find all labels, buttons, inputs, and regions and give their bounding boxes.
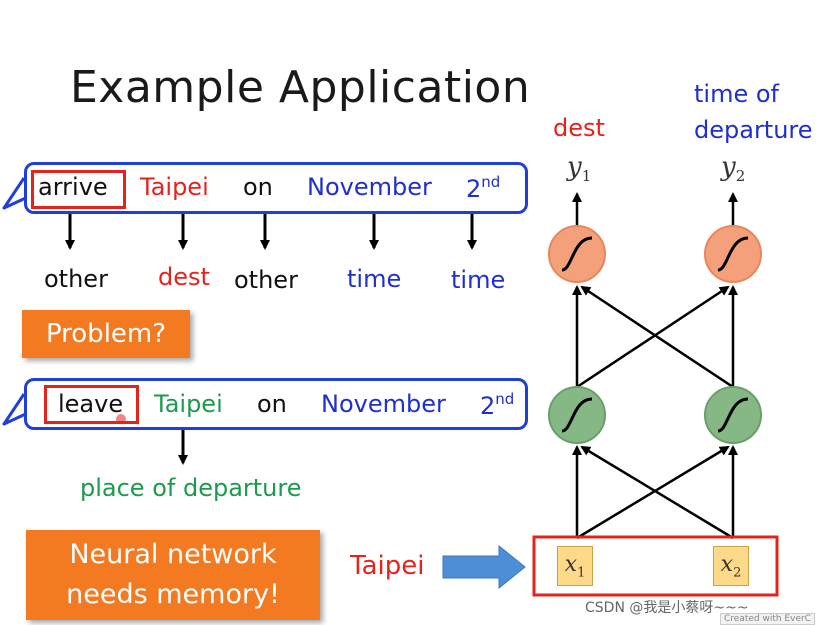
word-leave: leave — [58, 390, 124, 418]
word-taipei-2: Taipei — [154, 390, 223, 418]
slide-title: Example Application — [70, 62, 531, 113]
hidden-neuron-2 — [704, 386, 762, 444]
csdn-watermark: CSDN @我是小蔡呀~~~ — [585, 600, 749, 616]
word-2nd-2-number: 2 — [480, 392, 496, 420]
slot-dest: dest — [158, 263, 210, 291]
slot-time-1: time — [347, 265, 402, 293]
input-node-x1: x1 — [557, 546, 593, 586]
word-on-2: on — [257, 390, 287, 418]
output-label-y1: y1 — [567, 152, 591, 185]
output-name-dest: dest — [553, 114, 605, 142]
slot-other-2: other — [234, 266, 298, 294]
network-connections — [572, 192, 738, 540]
bubble-tail-1 — [2, 177, 31, 210]
input-word-taipei: Taipei — [350, 551, 425, 581]
word-november-1: November — [307, 173, 432, 201]
leave-highlight-box — [44, 385, 139, 424]
word-taipei-1: Taipei — [140, 173, 209, 201]
memory-line-1: Neural network — [69, 539, 277, 570]
word-arrive: arrive — [38, 173, 108, 201]
slot-other-1: other — [44, 265, 108, 293]
slot-place-of-departure: place of departure — [80, 474, 302, 502]
x1-sub: 1 — [577, 565, 586, 581]
y1-base: y — [567, 152, 582, 182]
y2-base: y — [721, 152, 736, 182]
cursor-dot-icon — [116, 414, 126, 424]
evercam-badge: Created with EverC — [720, 613, 815, 625]
x2-base: x — [720, 552, 734, 577]
y1-sub: 1 — [581, 167, 592, 186]
slot-time-2: time — [451, 266, 506, 294]
word-on-1: on — [243, 173, 273, 201]
output-label-y2: y2 — [721, 152, 745, 185]
word-2nd-1-number: 2 — [466, 175, 482, 203]
memory-callout: Neural network needs memory! — [26, 530, 320, 620]
word-november-2: November — [321, 390, 446, 418]
input-block-arrow — [442, 544, 526, 590]
word-2nd-1: 2nd — [466, 173, 500, 203]
slot-arrows-1 — [65, 213, 477, 250]
output-neuron-1 — [548, 225, 606, 283]
input-box-frame — [532, 535, 779, 597]
word-2nd-2: 2nd — [480, 390, 514, 420]
output-name-time-of: time of — [694, 80, 779, 108]
x2-sub: 2 — [733, 565, 742, 581]
output-neuron-2 — [704, 225, 762, 283]
y2-sub: 2 — [735, 167, 746, 186]
word-2nd-1-sup: nd — [481, 173, 501, 191]
word-2nd-2-sup: nd — [495, 390, 515, 408]
bubble-tail-2 — [2, 393, 31, 426]
problem-label: Problem? — [22, 310, 190, 358]
output-name-departure: departure — [694, 116, 813, 144]
arrive-highlight-box — [31, 170, 126, 209]
hidden-neuron-1 — [548, 386, 606, 444]
x1-base: x — [564, 552, 578, 577]
memory-line-2: needs memory! — [66, 579, 280, 610]
input-node-x2: x2 — [713, 546, 749, 586]
